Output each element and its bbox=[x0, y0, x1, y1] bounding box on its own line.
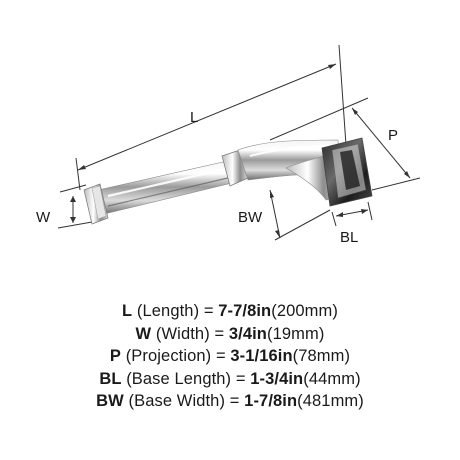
label-length: L bbox=[190, 109, 198, 126]
spec-width: W (Width) = 3/4in(19mm) bbox=[135, 324, 325, 343]
label-base-length: BL bbox=[340, 229, 358, 246]
toilet-paper-holder-illustration bbox=[83, 137, 373, 225]
dimension-projection: P bbox=[269, 97, 421, 191]
spec-base-width: BW (Base Width) = 1-7/8in(481mm) bbox=[96, 392, 364, 410]
dimension-base-length: BL bbox=[331, 201, 373, 246]
spec-base-length: BL (Base Length) = 1-3/4in(44mm) bbox=[99, 369, 361, 388]
specifications-list: L (Length) = 7-7/8in(200mm) W (Width) = … bbox=[0, 300, 460, 413]
spec-projection: P (Projection) = 3-1/16in(78mm) bbox=[109, 347, 351, 365]
dimension-length: L bbox=[75, 44, 347, 191]
dimension-base-width: BW bbox=[238, 189, 331, 241]
label-width: W bbox=[36, 209, 51, 226]
label-projection: P bbox=[388, 127, 398, 144]
spec-length: L (Length) = 7-7/8in(200mm) bbox=[122, 302, 338, 320]
product-dimension-drawing: L W P BW BL bbox=[36, 44, 421, 246]
dimension-width: W bbox=[36, 184, 93, 229]
label-base-width: BW bbox=[238, 209, 263, 226]
